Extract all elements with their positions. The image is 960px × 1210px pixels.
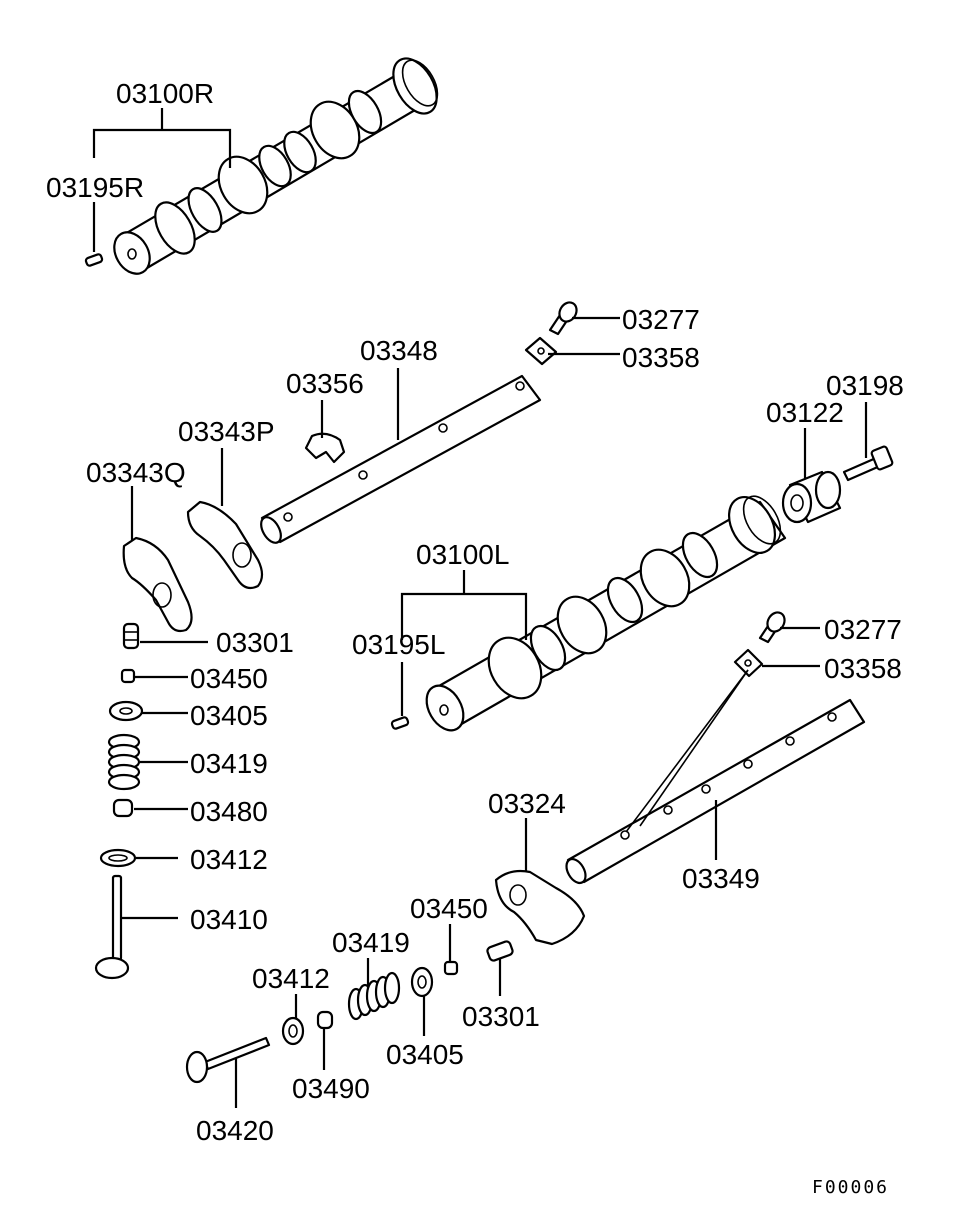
label-03195l: 03195L [352, 629, 445, 660]
spring-03419-left[interactable] [107, 733, 141, 791]
retainer-03405-left[interactable] [108, 700, 144, 722]
label-03277-top: 03277 [622, 304, 700, 335]
label-03343q: 03343Q [86, 457, 186, 488]
label-03419-right: 03419 [332, 927, 410, 958]
bolt-03198[interactable] [842, 445, 894, 482]
rocker-shaft-03348[interactable] [257, 374, 542, 546]
seal-03490-right[interactable] [316, 1010, 334, 1030]
rocker-arm-03343q[interactable] [122, 536, 193, 633]
dowel-pin-l[interactable] [390, 716, 410, 730]
label-03343p: 03343P [178, 416, 275, 447]
valve-03420[interactable] [185, 1036, 271, 1084]
label-03301-right: 03301 [462, 1001, 540, 1032]
camshaft-r[interactable] [107, 51, 445, 280]
label-03348: 03348 [360, 335, 438, 366]
seat-03412-left[interactable] [99, 848, 137, 868]
label-03412-left: 03412 [190, 844, 268, 875]
label-03405-left: 03405 [190, 700, 268, 731]
plate-03358-mid[interactable] [733, 648, 764, 678]
label-03277-mid: 03277 [824, 614, 902, 645]
bolt-03277-top[interactable] [548, 299, 580, 336]
label-03356: 03356 [286, 368, 364, 399]
label-03412-right: 03412 [252, 963, 330, 994]
retainer-03405-right[interactable] [410, 966, 434, 998]
valve-03410[interactable] [94, 874, 130, 980]
rocker-arm-03343p[interactable] [186, 500, 264, 590]
clip-03356[interactable] [304, 432, 346, 464]
spring-03419-right[interactable] [347, 971, 401, 1021]
label-03410: 03410 [190, 904, 268, 935]
plate-03358-top[interactable] [524, 336, 558, 366]
part-labels: 03100R 03195R 03277 03358 03348 03356 03… [46, 78, 904, 1198]
sprocket-03122[interactable] [781, 470, 842, 524]
label-03122: 03122 [766, 397, 844, 428]
label-03324: 03324 [488, 788, 566, 819]
leader-lines [92, 108, 868, 1108]
dowel-pin-r[interactable] [84, 253, 104, 267]
label-03358-top: 03358 [622, 342, 700, 373]
cotter-03450-right[interactable] [443, 960, 459, 976]
label-03450-right: 03450 [410, 893, 488, 924]
label-03301-left: 03301 [216, 627, 294, 658]
label-03100r: 03100R [116, 78, 214, 109]
adjuster-03301-left[interactable] [122, 622, 140, 650]
label-03420: 03420 [196, 1115, 274, 1146]
cotter-03450-left[interactable] [120, 668, 136, 684]
label-03195r: 03195R [46, 172, 144, 203]
label-03490: 03490 [292, 1073, 370, 1104]
rocker-shaft-03349[interactable] [563, 698, 866, 886]
camshaft-l[interactable] [419, 489, 788, 737]
label-03405-right: 03405 [386, 1039, 464, 1070]
label-03419-left: 03419 [190, 748, 268, 779]
label-03198: 03198 [826, 370, 904, 401]
seat-03412-right[interactable] [281, 1016, 305, 1046]
figure-code: F00006 [812, 1177, 889, 1198]
label-03358-mid: 03358 [824, 653, 902, 684]
adjuster-03301-right[interactable] [486, 940, 514, 962]
bolt-03277-mid[interactable] [758, 609, 788, 644]
label-03349: 03349 [682, 863, 760, 894]
rocker-arm-03324[interactable] [494, 869, 586, 946]
label-03450-left: 03450 [190, 663, 268, 694]
label-03100l: 03100L [416, 539, 509, 570]
seal-03480-left[interactable] [112, 798, 134, 818]
label-03480-left: 03480 [190, 796, 268, 827]
